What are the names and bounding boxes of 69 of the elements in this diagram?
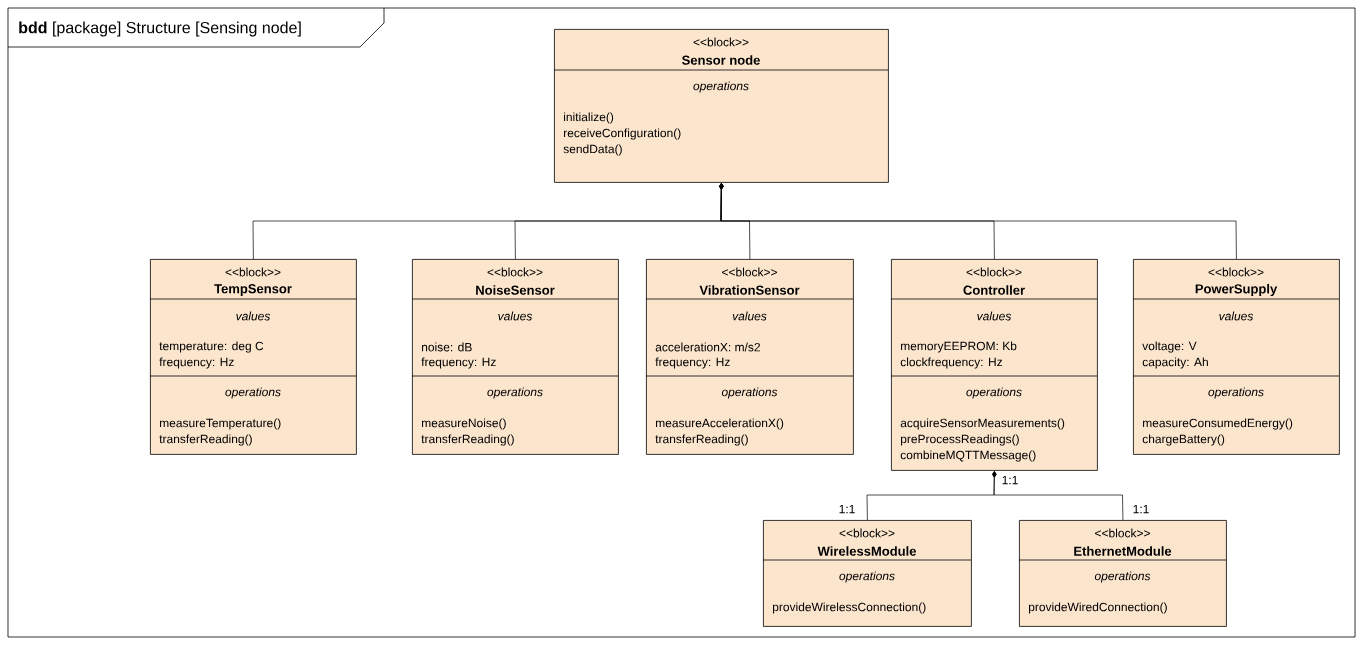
compartment-item: accelerationX: m/s2 (655, 342, 760, 352)
compartment-item: preProcessReadings() (901, 434, 1019, 446)
block-name: TempSensor (214, 284, 292, 296)
block-name: PowerSupply (1195, 283, 1278, 297)
compartment-heading: values (732, 311, 767, 321)
multiplicity-label: 1:1 (1000, 474, 1020, 486)
block-box (762, 520, 972, 627)
diagram-title: bdd [package] Structure [Sensing node] (19, 21, 301, 37)
compartment-heading: operations (487, 387, 543, 399)
compartment-heading: operations (1094, 571, 1151, 583)
stereotype-label: <<block>> (966, 267, 1022, 277)
multiplicity-label: 1:1 (1131, 503, 1151, 515)
compartment-item: voltage: V (1142, 341, 1197, 353)
compartment-item: measureTemperature() (160, 418, 281, 430)
compartment-heading: operations (721, 387, 778, 399)
stereotype-label: <<block>> (839, 528, 895, 538)
compartment-item: measureNoise() (422, 418, 506, 430)
block-box (553, 29, 889, 183)
compartment-item: chargeBattery() (1142, 434, 1225, 446)
compartment-heading: operations (966, 387, 1022, 399)
compartment-item: frequency: Hz (655, 357, 730, 369)
block-box (890, 259, 1098, 471)
compartment-item: clockfrequency: Hz (900, 357, 1003, 369)
composition-line (719, 183, 1237, 260)
compartment-item: temperature: deg C (159, 341, 264, 353)
compartment-item: initialize() (564, 112, 614, 124)
compartment-heading: values (977, 311, 1012, 321)
compartment-item: transferReading() (655, 434, 748, 446)
compartment-item: transferReading() (159, 434, 252, 446)
compartment-item: combineMQTTMessage() (900, 450, 1036, 462)
block-box (149, 259, 357, 455)
composition-line (992, 471, 1124, 521)
compartment-item: provideWirelessConnection() (773, 602, 926, 614)
block-box (1018, 520, 1227, 627)
compartment-item: measureConsumedEnergy() (1143, 418, 1293, 430)
stereotype-label: <<block>> (722, 267, 777, 277)
compartment-heading: values (236, 311, 271, 321)
block-name: VibrationSensor (699, 285, 800, 295)
compartment-item: frequency: Hz (421, 357, 496, 369)
block-name: Controller (963, 285, 1025, 295)
compartment-item: measureAccelerationX() (656, 418, 784, 430)
compartment-item: memoryEEPROM: Kb (901, 341, 1017, 353)
block-name: EthernetModule (1074, 546, 1172, 556)
block-box (1132, 259, 1340, 455)
block-box (645, 259, 854, 455)
compartment-heading: values (498, 311, 533, 321)
compartment-heading: values (1219, 311, 1254, 321)
stereotype-label: <<block>> (487, 267, 543, 277)
compartment-item: frequency: Hz (159, 357, 234, 369)
block-name: WirelessModule (817, 546, 916, 556)
compartment-item: receiveConfiguration() (564, 128, 681, 140)
stereotype-label: <<block>> (1208, 267, 1264, 277)
stereotype-label: <<block>> (225, 267, 281, 277)
compartment-item: capacity: Ah (1142, 357, 1208, 369)
compartment-heading: operations (1208, 387, 1264, 399)
compartment-heading: operations (839, 571, 895, 583)
compartment-item: provideWiredConnection() (1029, 602, 1167, 614)
compartment-heading: operations (225, 387, 281, 399)
compartment-item: acquireSensorMeasurements() (900, 418, 1065, 430)
compartment-item: transferReading() (421, 434, 514, 446)
stereotype-label: <<block>> (1095, 528, 1150, 538)
block-name: Sensor node (682, 55, 760, 65)
compartment-item: sendData() (563, 144, 622, 156)
block-name: NoiseSensor (476, 285, 555, 295)
multiplicity-label: 1:1 (837, 503, 857, 515)
block-box (411, 259, 619, 455)
compartment-heading: operations (693, 81, 749, 93)
stereotype-label: <<block>> (693, 37, 749, 47)
compartment-item: noise: dB (422, 342, 472, 352)
